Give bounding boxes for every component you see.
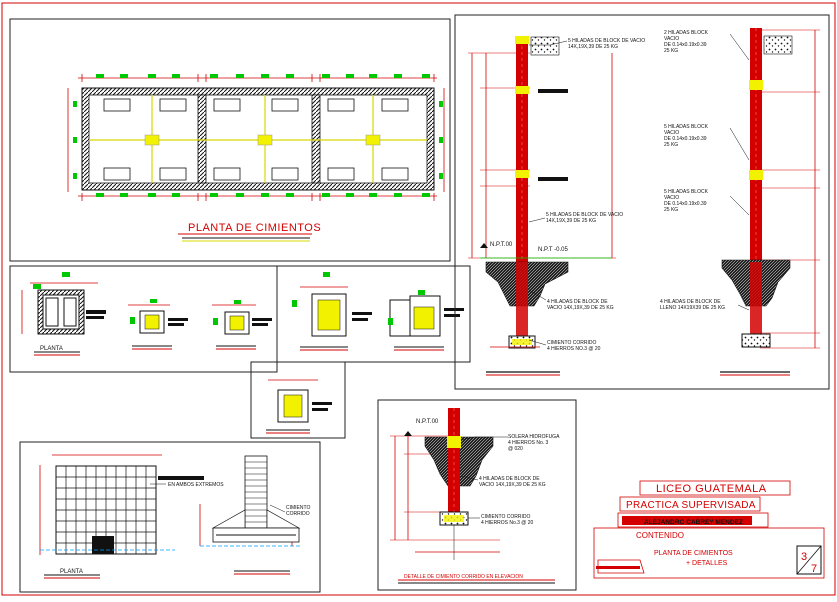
wall-section-panel: N.P.T.00 N.P.T -0.05 5 HILADAS DE BLOCK … [454,14,830,390]
column-section-c2 [128,299,188,350]
detail-bottom-title: DETALLE DE CIMIENTO CORRIDO EN ELEVACION [404,574,523,580]
column-section-c1: PLANTA [21,272,106,356]
npt-left-label: N.P.T.00 [490,242,513,248]
column-section-c5 [388,290,464,351]
title-block: LICEO GUATEMALA PRACTICA SUPERVISADA ALE… [593,480,825,579]
column-section-c3 [212,300,272,350]
plan-title: PLANTA DE CIMIENTOS [188,222,321,234]
school-name: LICEO GUATEMALA [656,483,767,495]
column-details-panel: PLANTA [9,265,471,373]
wall-section-left: N.P.T.00 N.P.T -0.05 5 HILADAS DE BLOCK … [468,36,645,376]
sheet-total: 7 [811,563,817,575]
varillas-label: EN AMBOS EXTREMOS [168,482,224,488]
content-label: CONTENIDO [636,531,684,540]
content-line-2: + DETALLES [686,560,728,567]
npt-right-label: N.P.T -0.05 [538,247,568,253]
npt-bottom-label: N.P.T.00 [416,419,439,425]
planta-label-2: PLANTA [60,569,83,575]
content-line-1: PLANTA DE CIMIENTOS [654,550,733,557]
column-section-c4 [292,272,372,351]
author-name: ALEJANDRO CABREY MENDEZ [644,519,743,526]
course-name: PRACTICA SUPERVISADA [626,500,756,511]
planta-label-1: PLANTA [40,346,63,352]
sheet-number: 3 [801,551,807,563]
small-column-detail [250,361,346,439]
plan-panel: PLANTA DE CIMIENTOS [9,18,451,262]
